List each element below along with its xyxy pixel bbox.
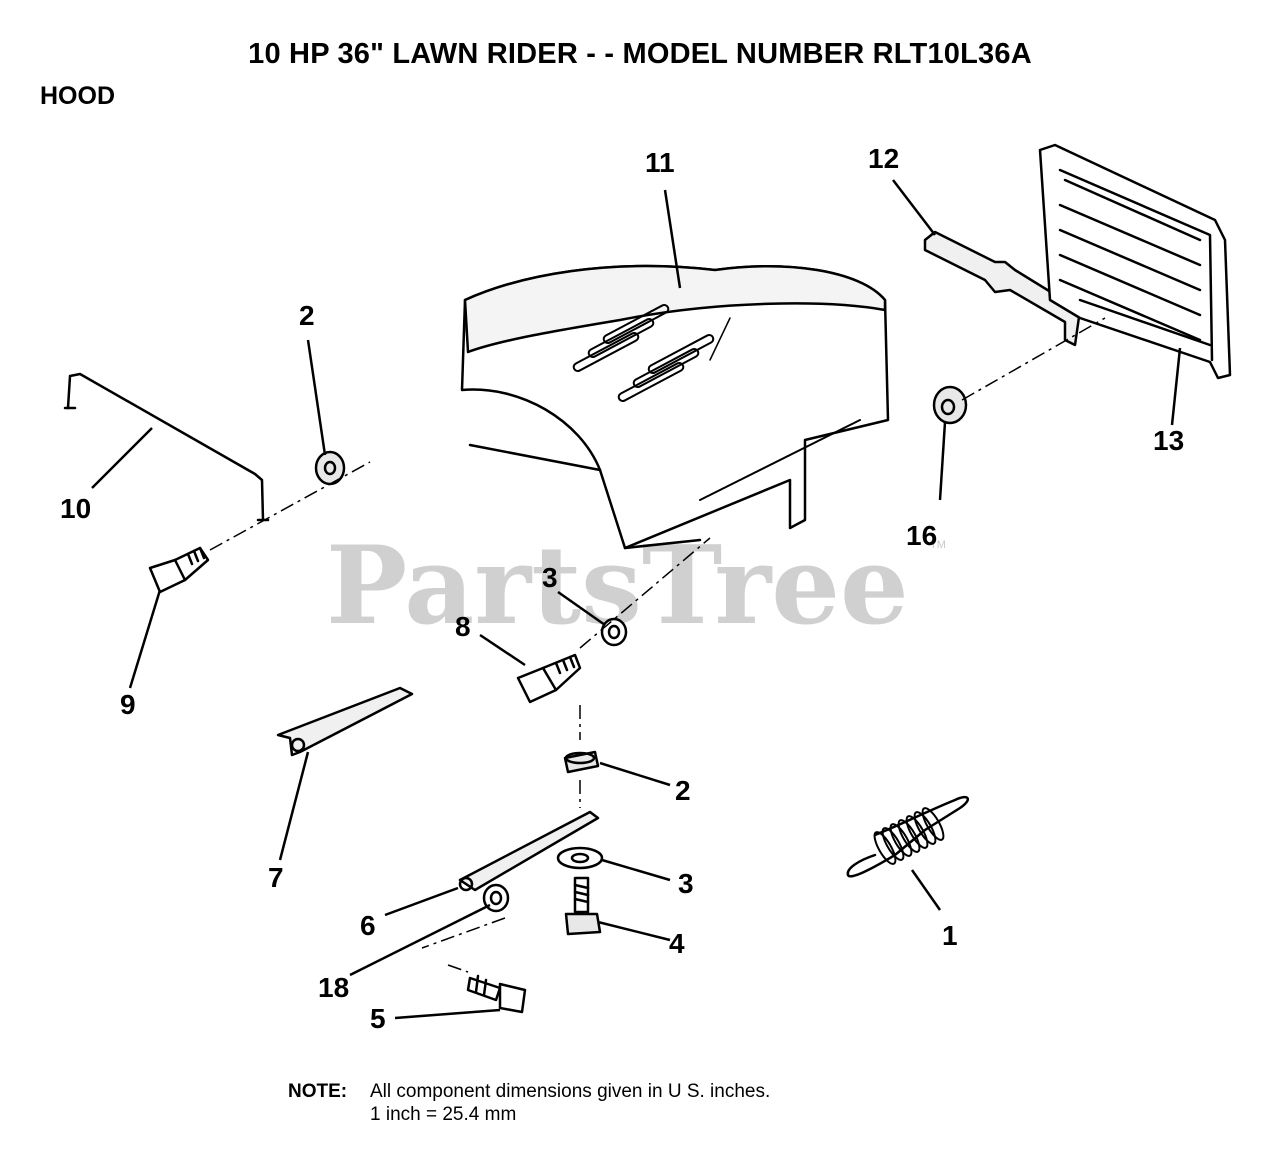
- section-label: HOOD: [40, 82, 115, 110]
- note-line-2: 1 inch = 25.4 mm: [370, 1104, 517, 1125]
- callout-9: 9: [120, 689, 136, 720]
- hex-bolt-part: [564, 876, 602, 936]
- callout-8: 8: [455, 611, 471, 642]
- callout-3: 3: [678, 868, 694, 899]
- callout-16: 16: [906, 520, 937, 551]
- hood-bracket-part: [276, 686, 414, 757]
- dimension-note: NOTE: All component dimensions given in U…: [288, 1080, 770, 1126]
- hood-link-part: [458, 810, 600, 892]
- callout-11: 11: [645, 147, 675, 178]
- note-label: NOTE:: [288, 1081, 348, 1102]
- flange-nut-part: [932, 385, 968, 425]
- support-rod-part: [63, 372, 270, 522]
- watermark-trademark: TM: [930, 539, 946, 551]
- callout-5: 5: [370, 1003, 386, 1034]
- diagram-title: 10 HP 36" LAWN RIDER - - MODEL NUMBER RL…: [248, 38, 1032, 70]
- callout-7: 7: [268, 862, 284, 893]
- grille-part: [1038, 143, 1232, 380]
- callout-18: 18: [318, 972, 349, 1003]
- callout-4: 4: [669, 928, 685, 959]
- callout-10: 10: [60, 493, 91, 524]
- leader-lines: [91, 179, 1182, 1020]
- callout-6: 6: [360, 910, 376, 941]
- alignment-lines: [209, 317, 1106, 973]
- callout-2: 2: [299, 300, 315, 331]
- shoulder-bolt-part: [148, 546, 210, 594]
- callout-2: 2: [675, 775, 691, 806]
- grille-bracket-part: [923, 230, 1082, 347]
- callout-13: 13: [1153, 425, 1184, 456]
- hex-nut-part: [563, 750, 600, 774]
- washer-part: [556, 846, 604, 870]
- callout-labels: 11 12 13 2 10 16 3 8 9 2 7 3 6 4 1 18 5: [60, 143, 1184, 1034]
- callout-3: 3: [542, 562, 558, 593]
- hood-part: [460, 264, 890, 550]
- shoulder-bolt-part: [466, 974, 527, 1014]
- callout-1: 1: [942, 920, 958, 951]
- note-line-1: All component dimensions given in U S. i…: [370, 1081, 771, 1102]
- spring-part: [846, 795, 969, 878]
- shoulder-bolt-part: [516, 653, 582, 704]
- washer-part: [482, 883, 510, 913]
- callout-12: 12: [868, 143, 899, 174]
- washer-part: [600, 617, 628, 647]
